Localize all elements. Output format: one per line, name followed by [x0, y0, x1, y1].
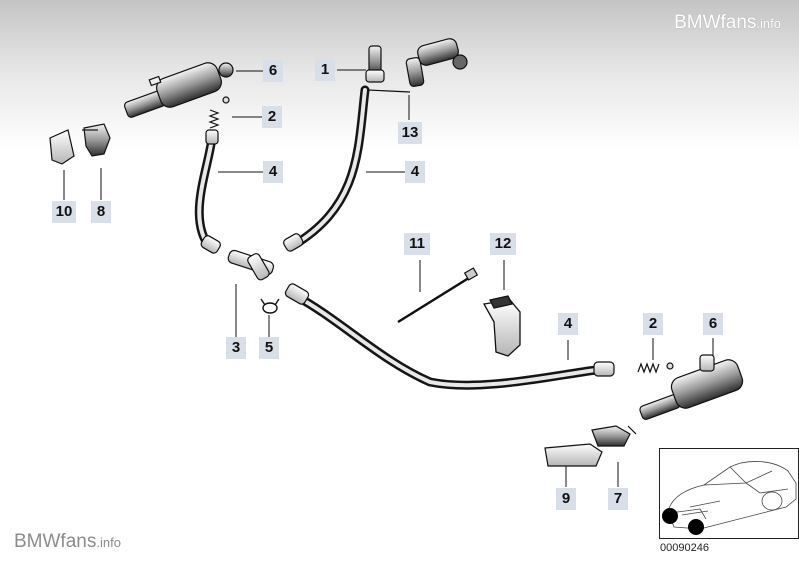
car-outline-image	[662, 461, 797, 535]
hose-left	[194, 133, 217, 250]
spring-right	[637, 362, 674, 374]
watermark-top: BMWfans.info	[674, 12, 781, 34]
hose-sleeves	[200, 129, 615, 377]
left-nozzle-marker	[662, 508, 678, 524]
callout-6-top: 6	[263, 60, 283, 82]
callout-12: 12	[490, 233, 516, 255]
check-valve-top	[405, 38, 468, 87]
hose-middle	[289, 85, 370, 250]
right-nozzle-marker	[688, 519, 704, 535]
callout-6-right: 6	[703, 313, 723, 335]
callout-7: 7	[608, 488, 628, 510]
watermark-bottom: BMWfans.info	[14, 531, 121, 553]
callout-4-right: 4	[558, 313, 578, 335]
callout-13: 13	[398, 122, 422, 144]
watermark-bottom-brand: BMWfans	[14, 531, 97, 552]
washer-nozzle-right	[639, 354, 744, 420]
car-location-inset	[659, 448, 799, 539]
spring-left	[208, 96, 230, 129]
holder-parts-left	[49, 123, 111, 165]
hose-clamp	[260, 298, 280, 314]
watermark-top-suffix: .info	[756, 16, 781, 31]
callout-3: 3	[226, 337, 246, 359]
connector-top	[365, 45, 411, 93]
callout-2-right: 2	[643, 313, 663, 335]
watermark-top-brand: BMWfans	[674, 12, 757, 33]
callout-1: 1	[315, 59, 335, 81]
callout-2-top: 2	[262, 106, 282, 128]
leader-lines	[63, 69, 714, 487]
callout-11: 11	[404, 233, 430, 255]
callout-4-left: 4	[263, 161, 283, 183]
callout-4-middle: 4	[405, 161, 425, 183]
holder-parts-right	[544, 425, 637, 467]
callout-8: 8	[91, 201, 111, 223]
washer-nozzle-left	[123, 62, 234, 118]
hose-long	[291, 291, 601, 390]
callout-5: 5	[259, 337, 279, 359]
diagram-code: 00090246	[660, 542, 709, 554]
t-piece	[227, 249, 275, 281]
callout-10: 10	[52, 201, 76, 223]
watermark-bottom-suffix: .info	[96, 535, 121, 550]
hose-clip	[482, 295, 521, 357]
callout-9: 9	[556, 488, 576, 510]
cable-tie	[397, 267, 479, 324]
